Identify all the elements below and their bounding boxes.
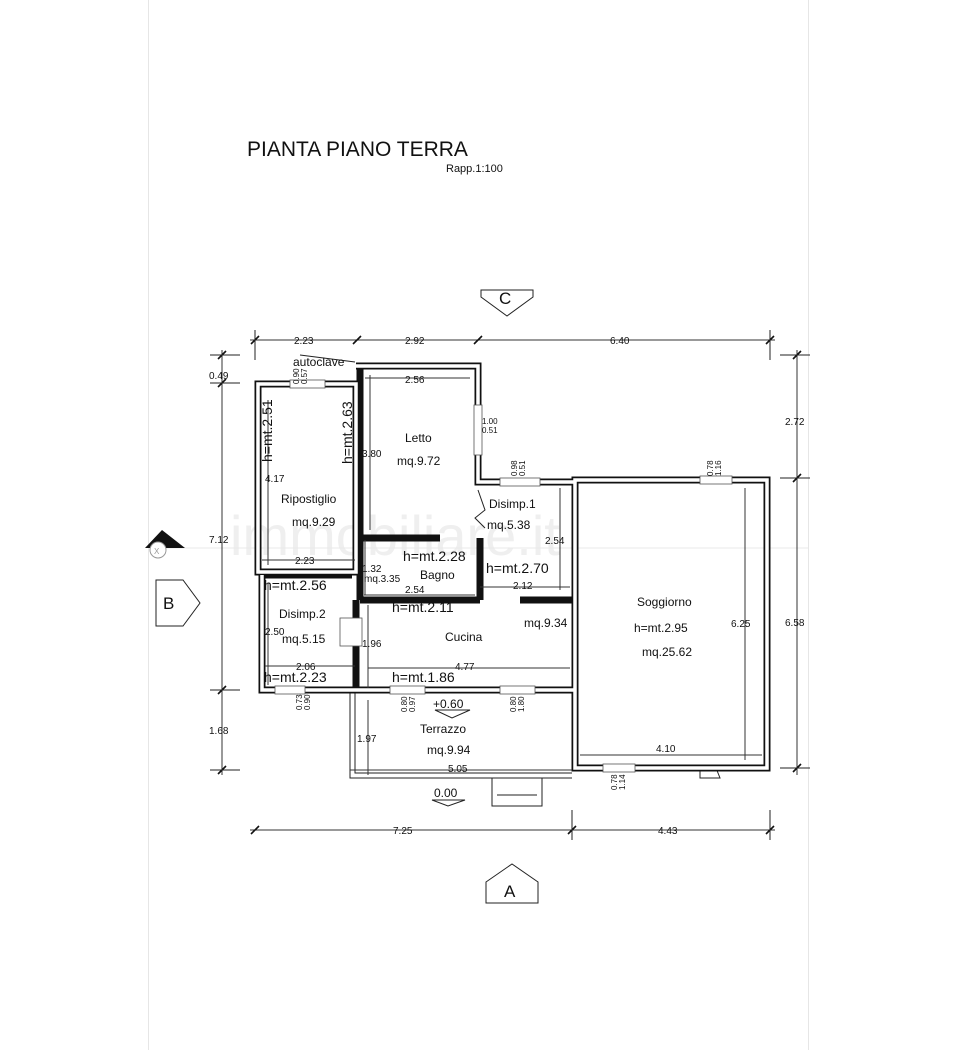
section-marker-b: B	[155, 579, 201, 627]
svg-text:0.57: 0.57	[300, 368, 309, 384]
room-area-letto: mq.9.72	[397, 454, 441, 468]
svg-text:C: C	[499, 289, 511, 308]
room-name-soggiorno: Soggiorno	[637, 595, 692, 609]
room-area-bagno: mq.3.35	[364, 574, 401, 585]
svg-text:0.51: 0.51	[518, 460, 527, 476]
page-edge-right	[808, 0, 809, 1050]
svg-text:0.49: 0.49	[209, 371, 229, 382]
svg-text:2.72: 2.72	[785, 417, 805, 428]
svg-text:2.06: 2.06	[296, 662, 316, 673]
room-name-disimp2: Disimp.2	[279, 607, 326, 621]
height-label: h=mt.2.23	[264, 669, 327, 685]
svg-text:1.97: 1.97	[357, 734, 377, 745]
svg-text:X: X	[154, 547, 160, 556]
svg-text:4.43: 4.43	[658, 826, 678, 837]
svg-text:2.12: 2.12	[513, 581, 533, 592]
room-name-bagno: Bagno	[420, 568, 455, 582]
svg-text:0.90: 0.90	[303, 694, 312, 710]
svg-text:6.58: 6.58	[785, 618, 805, 629]
svg-text:7.12: 7.12	[209, 535, 229, 546]
room-height-bagno: h=mt.2.28	[403, 548, 466, 564]
svg-text:3.80: 3.80	[362, 449, 382, 460]
svg-text:0.78: 0.78	[610, 774, 619, 790]
room-labels: autoclave Letto mq.9.72 Ripostiglio mq.9…	[259, 355, 692, 807]
section-marker-c: C	[480, 289, 534, 317]
svg-text:6.25: 6.25	[731, 619, 751, 630]
height-label: h=mt.2.56	[264, 577, 327, 593]
section-marker-left: X	[145, 530, 185, 559]
svg-text:0.80: 0.80	[400, 696, 409, 712]
dimension-lines	[210, 330, 810, 840]
section-marker-a: A	[485, 863, 539, 904]
page-edge-left	[148, 0, 149, 1050]
room-area-cucina: mq.9.34	[524, 616, 568, 630]
svg-text:2.23: 2.23	[295, 556, 315, 567]
level-label: 0.00	[434, 786, 458, 800]
plan-scale: Rapp.1:100	[446, 163, 503, 175]
autoclave-label: autoclave	[293, 355, 345, 369]
plan-title: PIANTA PIANO TERRA	[247, 138, 468, 161]
terrazzo-outline	[349, 690, 721, 807]
svg-text:A: A	[504, 882, 516, 901]
svg-text:4.10: 4.10	[656, 744, 676, 755]
svg-text:2.54: 2.54	[405, 585, 425, 596]
svg-text:0.80: 0.80	[509, 696, 518, 712]
height-label: h=mt.1.86	[392, 669, 455, 685]
svg-text:2.56: 2.56	[405, 375, 425, 386]
svg-text:0.98: 0.98	[510, 460, 519, 476]
svg-text:1.32: 1.32	[362, 564, 382, 575]
room-area-terrazzo: mq.9.94	[427, 743, 471, 757]
svg-text:4.77: 4.77	[455, 662, 475, 673]
svg-text:0.73: 0.73	[295, 694, 304, 710]
svg-text:0.90: 0.90	[292, 368, 301, 384]
height-label: h=mt.2.11	[392, 599, 454, 615]
room-name-letto: Letto	[405, 431, 432, 445]
svg-text:0.97: 0.97	[408, 696, 417, 712]
walls	[254, 354, 771, 773]
svg-text:2.92: 2.92	[405, 336, 425, 347]
room-area-disimp1: mq.5.38	[487, 518, 531, 532]
svg-text:1.96: 1.96	[362, 639, 382, 650]
svg-text:2.50: 2.50	[265, 627, 285, 638]
window-labels: 0.90 0.57 1.00 0.51 0.98 0.51 0.78 1.16 …	[292, 368, 723, 790]
svg-text:1.00: 1.00	[482, 417, 498, 426]
room-name-terrazzo: Terrazzo	[420, 722, 466, 736]
room-area-soggiorno: mq.25.62	[642, 645, 692, 659]
svg-text:1.80: 1.80	[517, 696, 526, 712]
svg-text:2.23: 2.23	[294, 336, 314, 347]
room-area-ripostiglio: mq.9.29	[292, 515, 336, 529]
room-name-disimp1: Disimp.1	[489, 497, 536, 511]
svg-text:6.40: 6.40	[610, 336, 630, 347]
room-name-ripostiglio: Ripostiglio	[281, 492, 337, 506]
height-label: h=mt.2.70	[486, 560, 549, 576]
room-area-disimp2: mq.5.15	[282, 632, 326, 646]
svg-text:1.68: 1.68	[209, 726, 229, 737]
room-height-soggiorno: h=mt.2.95	[634, 621, 688, 635]
room-name-cucina: Cucina	[445, 630, 483, 644]
svg-text:5.05: 5.05	[448, 764, 468, 775]
level-label: +0.60	[433, 697, 464, 711]
svg-text:7.25: 7.25	[393, 826, 413, 837]
svg-text:B: B	[163, 594, 174, 613]
height-label: h=mt.2.63	[339, 401, 355, 464]
svg-text:0.51: 0.51	[482, 426, 498, 435]
svg-text:2.54: 2.54	[545, 536, 565, 547]
svg-text:1.14: 1.14	[618, 774, 627, 790]
height-label: h=mt.2.51	[259, 399, 275, 462]
svg-text:0.78: 0.78	[706, 460, 715, 476]
svg-text:1.16: 1.16	[714, 460, 723, 476]
svg-text:4.17: 4.17	[265, 474, 285, 485]
dimension-labels: 2.23 2.92 6.40 7.25 4.43 0.49 7.12 1.68 …	[209, 336, 805, 837]
